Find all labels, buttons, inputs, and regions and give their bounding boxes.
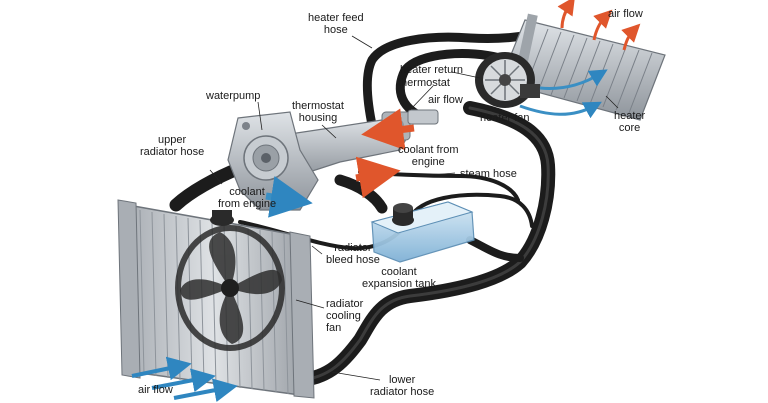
heater-fan [475, 52, 540, 108]
air-flow-arrow-bottom-3 [173, 378, 238, 403]
air-flow-arrow-bottom-1 [131, 356, 192, 381]
label-air-flow-mid: air flow [428, 94, 463, 106]
heater-feed-hose [362, 25, 553, 155]
coolant-arrow-hot-left [355, 156, 401, 199]
air-flow-arrow-mid-2 [539, 69, 608, 90]
label-waterpump: waterpump [206, 90, 261, 102]
air-flow-arrow-hot-2 [592, 9, 613, 41]
air-flow-arrow-bottom-2 [151, 368, 216, 393]
leader-lines [209, 35, 619, 381]
cold-flow-arrows [131, 69, 608, 403]
label-heater-fan: heater fan [480, 112, 530, 124]
label-air-flow-top: air flow [608, 8, 643, 20]
tank-to-engine-hose [334, 174, 388, 214]
coolant-arrow-cold [265, 176, 313, 218]
label-thermostat: thermostat [398, 77, 450, 89]
coolant-expansion-tank [370, 201, 475, 263]
heater-return-hose [395, 49, 505, 125]
air-flow-arrow-hot-1 [557, 0, 575, 29]
radiator [117, 199, 315, 399]
tank-feed-hose [466, 236, 524, 262]
label-air-flow-bottom: air flow [138, 384, 173, 396]
air-flow-arrow-hot-3 [621, 23, 641, 51]
hot-flow-arrows [355, 0, 641, 199]
label-steam-hose: steam hose [460, 168, 517, 180]
radiator-cooling-fan [175, 225, 285, 351]
label-heater-return: heater return [400, 64, 463, 76]
air-flow-arrow-mid-1 [519, 101, 602, 119]
coolant-arrow-hot-right [361, 108, 415, 151]
